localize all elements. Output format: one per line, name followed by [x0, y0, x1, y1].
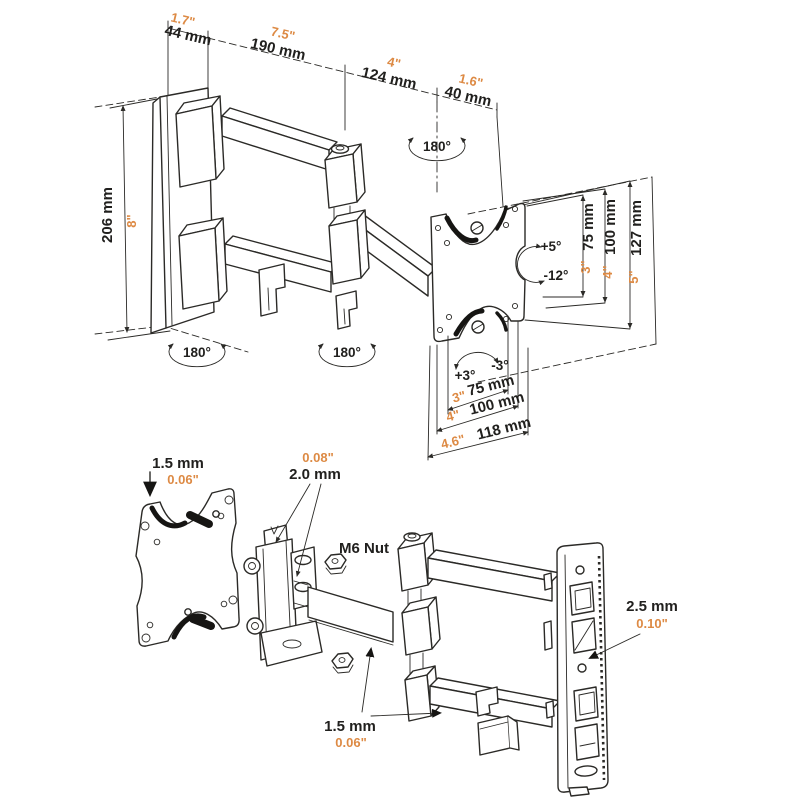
rotation-symbol-mid	[317, 343, 377, 368]
vesa-plate	[430, 202, 526, 343]
m6-nut-2	[331, 652, 354, 669]
dim-top-4-mm: 40 mm	[443, 83, 493, 110]
dim-top-4-in: 1.6"	[458, 71, 485, 91]
dim-top-1-in: 1.7"	[170, 10, 197, 30]
wall-plate	[150, 87, 228, 334]
rotation-symbol-left	[167, 343, 227, 368]
dim-left-in: 8"	[124, 214, 139, 227]
cable-clip-left	[258, 263, 286, 317]
dim-bottom-2-in: 4"	[445, 407, 462, 425]
swivel-right-label: -3°	[491, 358, 508, 373]
dim-top-2-in: 7.5"	[270, 24, 297, 44]
rotation-mid-label: 180°	[333, 345, 361, 360]
dim-right-3-in: 5"	[626, 270, 641, 283]
hinge-thickness-mm: 2.0 mm	[289, 466, 341, 483]
wall-plate-lower	[543, 542, 609, 797]
tilt-down-label: -12°	[544, 268, 569, 283]
arm-thickness-arrow-1	[370, 708, 442, 718]
dim-right-2-mm: 100 mm	[602, 199, 619, 255]
right-dim-frame	[467, 176, 657, 383]
m6-nut-label: M6 Nut	[339, 540, 389, 557]
dim-bottom-3-mm: 118 mm	[475, 414, 533, 444]
vesa-thickness-in: 0.06"	[167, 472, 198, 487]
swivel-left-label: +3°	[455, 368, 476, 383]
dim-right-3-mm: 127 mm	[628, 200, 645, 256]
wall-thickness-mm: 2.5 mm	[626, 598, 678, 615]
cable-clip-lower	[475, 686, 499, 717]
hook-lower	[477, 715, 511, 756]
dim-left-mm: 206 mm	[99, 187, 116, 243]
hinge-gap-arrow-2	[295, 483, 322, 577]
top-dimension-chain	[94, 20, 504, 207]
wall-thickness-in: 0.10"	[636, 616, 667, 631]
tilt-up-label: +5°	[541, 239, 562, 254]
dim-right-1-mm: 75 mm	[580, 203, 597, 251]
dim-bottom-1-in: 3"	[451, 388, 468, 406]
dim-right-1-in: 3"	[578, 260, 593, 273]
dim-top-1-mm: 44 mm	[163, 22, 213, 49]
wall-thickness-arrow	[588, 633, 641, 659]
arm-thickness-in: 0.06"	[335, 735, 366, 750]
dim-bottom-3-in: 4.6"	[439, 431, 466, 451]
arm-thickness-mm: 1.5 mm	[324, 718, 376, 735]
hinge-thickness-in: 0.08"	[302, 450, 333, 465]
vesa-plate-small	[135, 488, 240, 647]
arm-thickness-arrow-2	[361, 647, 375, 713]
cable-clip-mid	[335, 290, 358, 330]
hinge-assembly	[243, 524, 354, 674]
swivel-arrow	[454, 351, 499, 370]
dim-right-2-in: 4"	[600, 265, 615, 278]
vesa-thickness-mm: 1.5 mm	[152, 455, 204, 472]
dim-top-3-in: 4"	[386, 54, 402, 72]
upper-diagram: 1.7" 44 mm 7.5" 190 mm 4" 124 mm 1.6" 40…	[94, 10, 657, 461]
bottom-dimensions	[427, 315, 529, 461]
lower-diagram: 1.5 mm 0.06" 0.08" 2.0 mm M6 Nut 2.5 mm …	[135, 450, 678, 797]
m6-nut	[324, 553, 347, 570]
rotation-left-label: 180°	[183, 345, 211, 360]
hinge-gap-arrow-1	[275, 483, 311, 543]
tilt-arrow	[517, 243, 545, 286]
rotation-symbol-top	[407, 137, 467, 162]
articulated-arms	[221, 107, 437, 330]
rotation-top-label: 180°	[423, 139, 451, 154]
